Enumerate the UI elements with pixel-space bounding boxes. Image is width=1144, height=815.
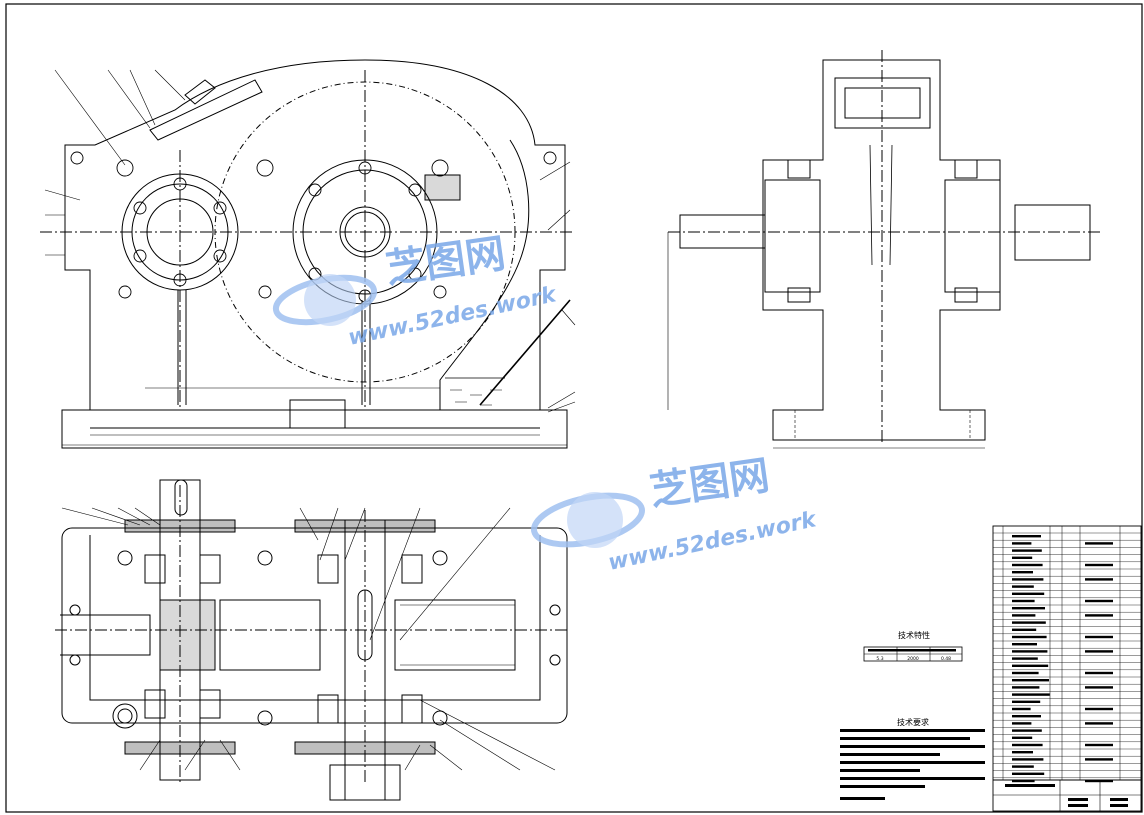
tech-feature-value-3: 0.48 <box>941 656 951 662</box>
tech-features-table: 技术特性 5.3 2000 0.48 <box>863 630 963 662</box>
tech-features-title: 技术特性 <box>898 630 930 640</box>
tech-feature-value-2: 2000 <box>907 656 919 662</box>
front-view <box>40 59 576 449</box>
tech-feature-value-1: 5.3 <box>876 656 883 662</box>
parts-list <box>992 525 1142 812</box>
tech-requirements-title: 技术要求 <box>897 717 929 727</box>
plan-view <box>55 479 570 801</box>
side-view <box>667 50 1100 449</box>
tech-requirements: 技术要求 <box>840 717 985 800</box>
